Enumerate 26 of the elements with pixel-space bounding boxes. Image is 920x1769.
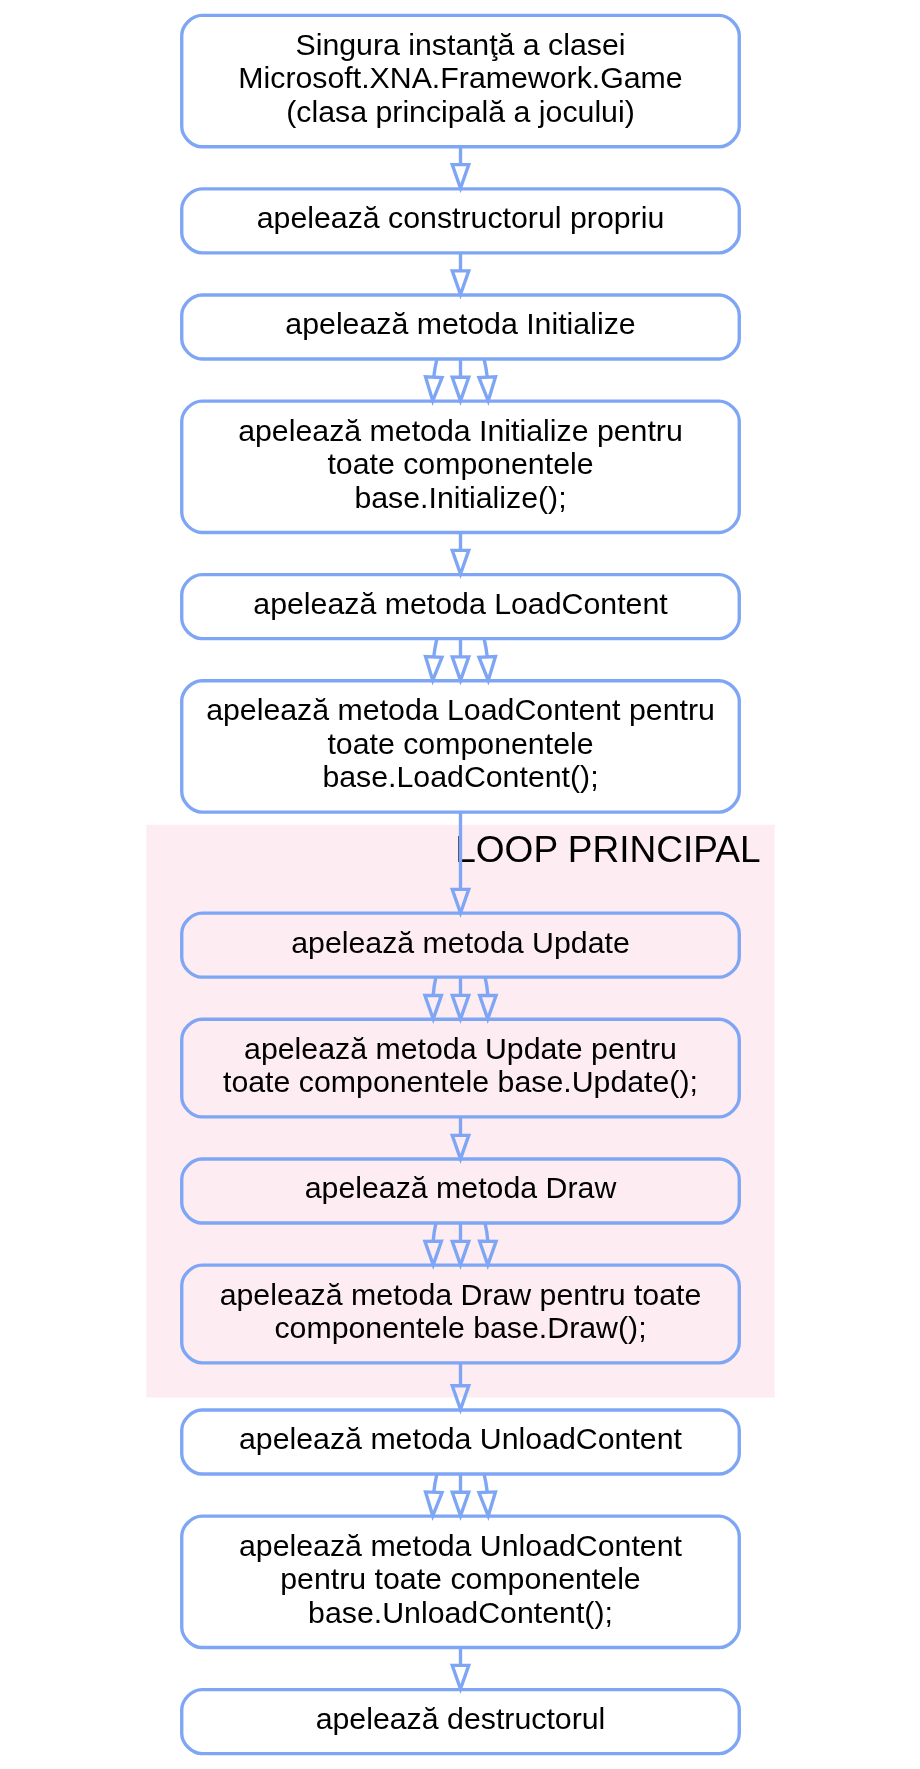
- arrow: [422, 977, 444, 1025]
- node-box: apelează metoda LoadContent pentru toate componentele base.LoadContent();: [179, 679, 741, 814]
- node-box: apelează metoda Initialize pentru toate componentele base.Initialize();: [179, 399, 741, 535]
- node-box: apelează metoda UnloadContent: [179, 1408, 741, 1476]
- node-box: apelează metoda LoadContent: [179, 572, 741, 641]
- node-box: apelează metoda Update: [179, 911, 741, 979]
- arrow: [449, 1117, 471, 1165]
- arrow: [476, 1474, 498, 1521]
- node-box: apelează destructorul: [179, 1687, 741, 1756]
- arrow: [422, 638, 444, 686]
- node-box: apelează metoda Draw: [179, 1157, 741, 1225]
- arrow: [449, 1363, 471, 1415]
- arrow: [449, 812, 471, 919]
- arrow: [422, 1474, 444, 1521]
- node-box: apelează constructorul propriu: [179, 187, 741, 255]
- node-box: apelează metoda Update pentru toate componentele base.Update();: [179, 1017, 741, 1119]
- arrow: [476, 638, 498, 686]
- node-box: apelează metoda UnloadContent pentru toate componentele base.UnloadContent();: [179, 1514, 741, 1650]
- arrow: [476, 359, 498, 406]
- node-box: Singura instanţă a clasei Microsoft.XNA.Framework.Game (clasa principală a jocului): [179, 13, 741, 149]
- node-box: apelează metoda Draw pentru toate componentele base.Draw();: [179, 1263, 741, 1365]
- node-box: apelează metoda Initialize: [179, 293, 741, 361]
- arrow: [476, 977, 498, 1025]
- arrow: [476, 1223, 498, 1270]
- arrow: [422, 359, 444, 406]
- arrow: [422, 1223, 444, 1270]
